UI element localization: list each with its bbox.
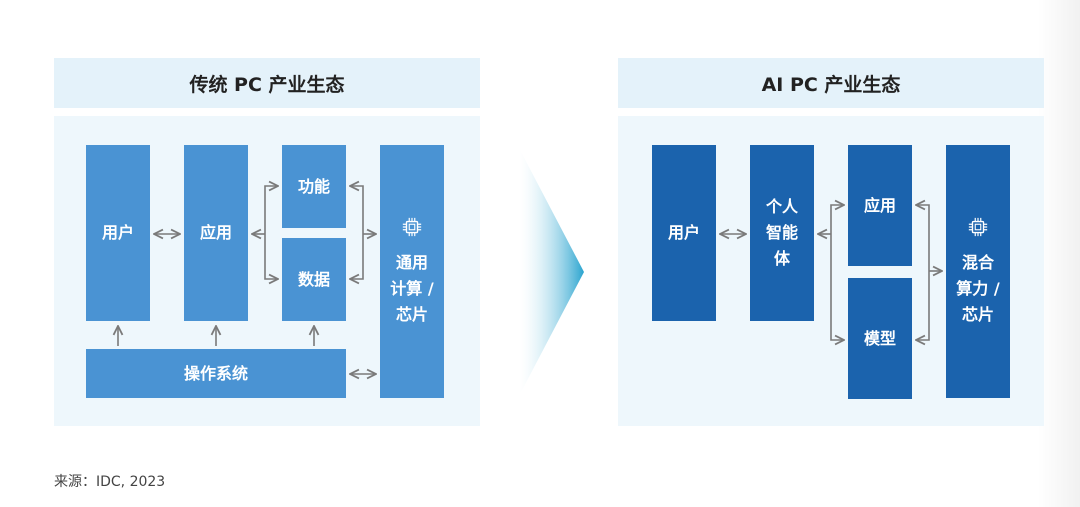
compute-label: 通用 计算 / 芯片 [390, 252, 434, 324]
panel-title: AI PC 产业生态 [618, 58, 1044, 108]
compute-label: 混合 算力 / 芯片 [956, 252, 1000, 324]
app-box: 应用 [848, 145, 912, 266]
agent-label: 个人 智能 体 [765, 197, 798, 268]
os-box: 操作系统 [86, 349, 346, 398]
function-box: 功能 [282, 145, 346, 228]
app-label: 应用 [863, 195, 896, 215]
data-box: 数据 [282, 238, 346, 321]
app-box: 应用 [184, 145, 248, 321]
agent-box: 个人 智能 体 [750, 145, 814, 321]
panel-title: 传统 PC 产业生态 [54, 58, 480, 108]
function-label: 功能 [297, 176, 330, 196]
chevron-arrow-icon [520, 150, 584, 394]
app-label: 应用 [199, 223, 232, 242]
source-note: 来源：IDC, 2023 [54, 474, 166, 490]
user-box: 用户 [86, 145, 150, 321]
user-label: 用户 [667, 223, 700, 242]
data-label: 数据 [297, 269, 330, 289]
left-connector-arrows [54, 58, 480, 426]
compute-chip-box: 混合 算力 / 芯片 [946, 145, 1010, 398]
compute-chip-box: 通用 计算 / 芯片 [380, 145, 444, 398]
ai-pc-panel: AI PC 产业生态 用户 个人 智能 体 应用 模型 混合 算力 / 芯片 [618, 58, 1044, 426]
chip-icon [402, 217, 422, 236]
chip-icon [968, 217, 988, 236]
model-box: 模型 [848, 278, 912, 399]
user-box: 用户 [652, 145, 716, 321]
model-label: 模型 [863, 328, 896, 348]
page-edge-shade [1038, 0, 1080, 507]
right-connector-arrows [618, 58, 1044, 426]
os-label: 操作系统 [183, 363, 248, 383]
traditional-pc-panel: 传统 PC 产业生态 用户 应用 功能 数据 通用 计算 / 芯片 操作系统 [54, 58, 480, 426]
user-label: 用户 [101, 223, 134, 242]
